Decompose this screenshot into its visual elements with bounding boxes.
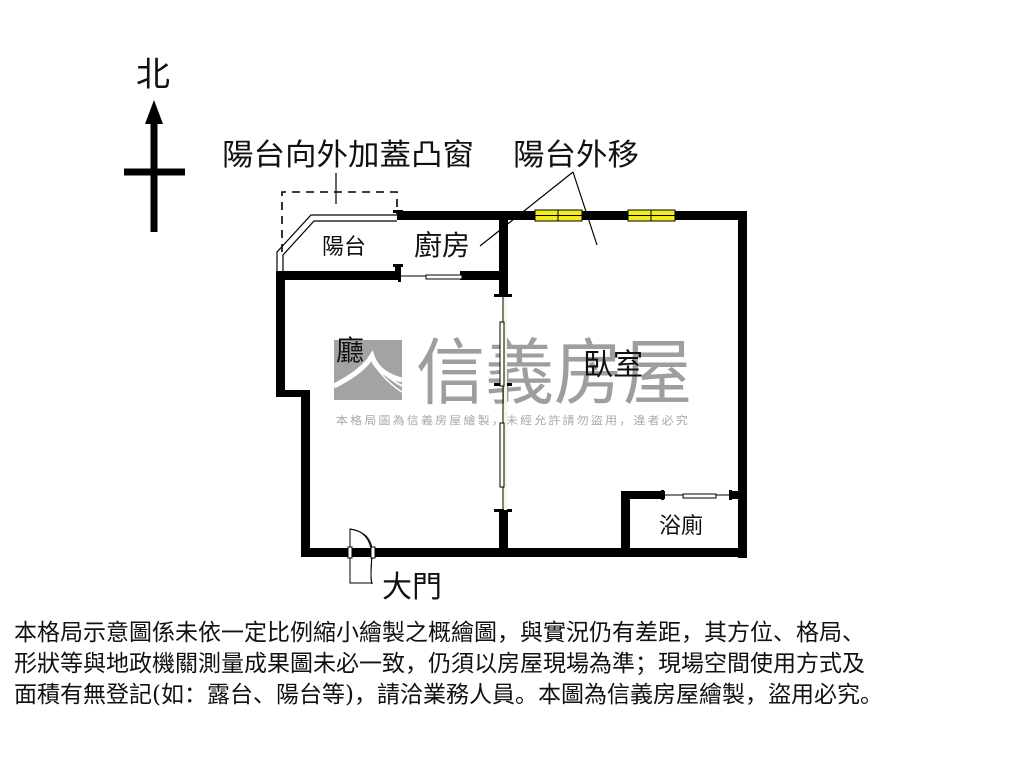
north-arrow-icon	[124, 100, 185, 232]
room-label-kitchen: 廚房	[414, 229, 470, 262]
leader-line	[572, 171, 598, 246]
floor-plan: 信義房屋 本格局圖為信義房屋繪製，未經允許請勿盜用，違者必究 北 陽台向外加蓋凸…	[124, 55, 747, 605]
room-label-balcony: 陽台	[322, 235, 366, 260]
window-2	[627, 209, 676, 222]
watermark-notice: 本格局圖為信義房屋繪製，未經允許請勿盜用，違者必究	[336, 413, 690, 427]
disclaimer-line: 面積有無登記(如：露台、陽台等)，請洽業務人員。本圖為信義房屋繪製，盜用必究。	[14, 682, 883, 708]
window-1	[534, 209, 583, 222]
watermark-logo-icon	[332, 340, 403, 400]
room-label-living-room: 廳	[336, 334, 364, 367]
disclaimer-line: 形狀等與地政機關測量成果圖未必一致，仍須以房屋現場為準；現場空間使用方式及	[14, 651, 865, 677]
balcony-railing	[276, 214, 397, 272]
watermark-brand: 信義房屋	[416, 331, 692, 415]
leader-line	[479, 171, 574, 247]
sliding-door-bathroom	[664, 493, 731, 499]
bay-window-outline	[281, 191, 398, 252]
main-door-icon	[347, 528, 376, 585]
annotation-bay-window: 陽台向外加蓋凸窗	[222, 138, 474, 173]
disclaimer-line: 本格局示意圖係未依一定比例縮小繪製之概繪圖，與實況仍有差距，其方位、格局、	[14, 620, 865, 646]
disclaimer: 本格局示意圖係未依一定比例縮小繪製之概繪圖，與實況仍有差距，其方位、格局、 形狀…	[14, 618, 1014, 711]
room-label-main-door: 大門	[382, 570, 442, 605]
room-label-bedroom: 臥室	[583, 348, 643, 383]
north-label: 北	[136, 55, 170, 95]
sliding-door-balcony	[401, 274, 463, 280]
annotation-balcony-moved: 陽台外移	[513, 138, 639, 173]
sliding-door-living-bedroom	[499, 297, 507, 510]
room-label-bathroom: 浴廁	[659, 514, 703, 539]
